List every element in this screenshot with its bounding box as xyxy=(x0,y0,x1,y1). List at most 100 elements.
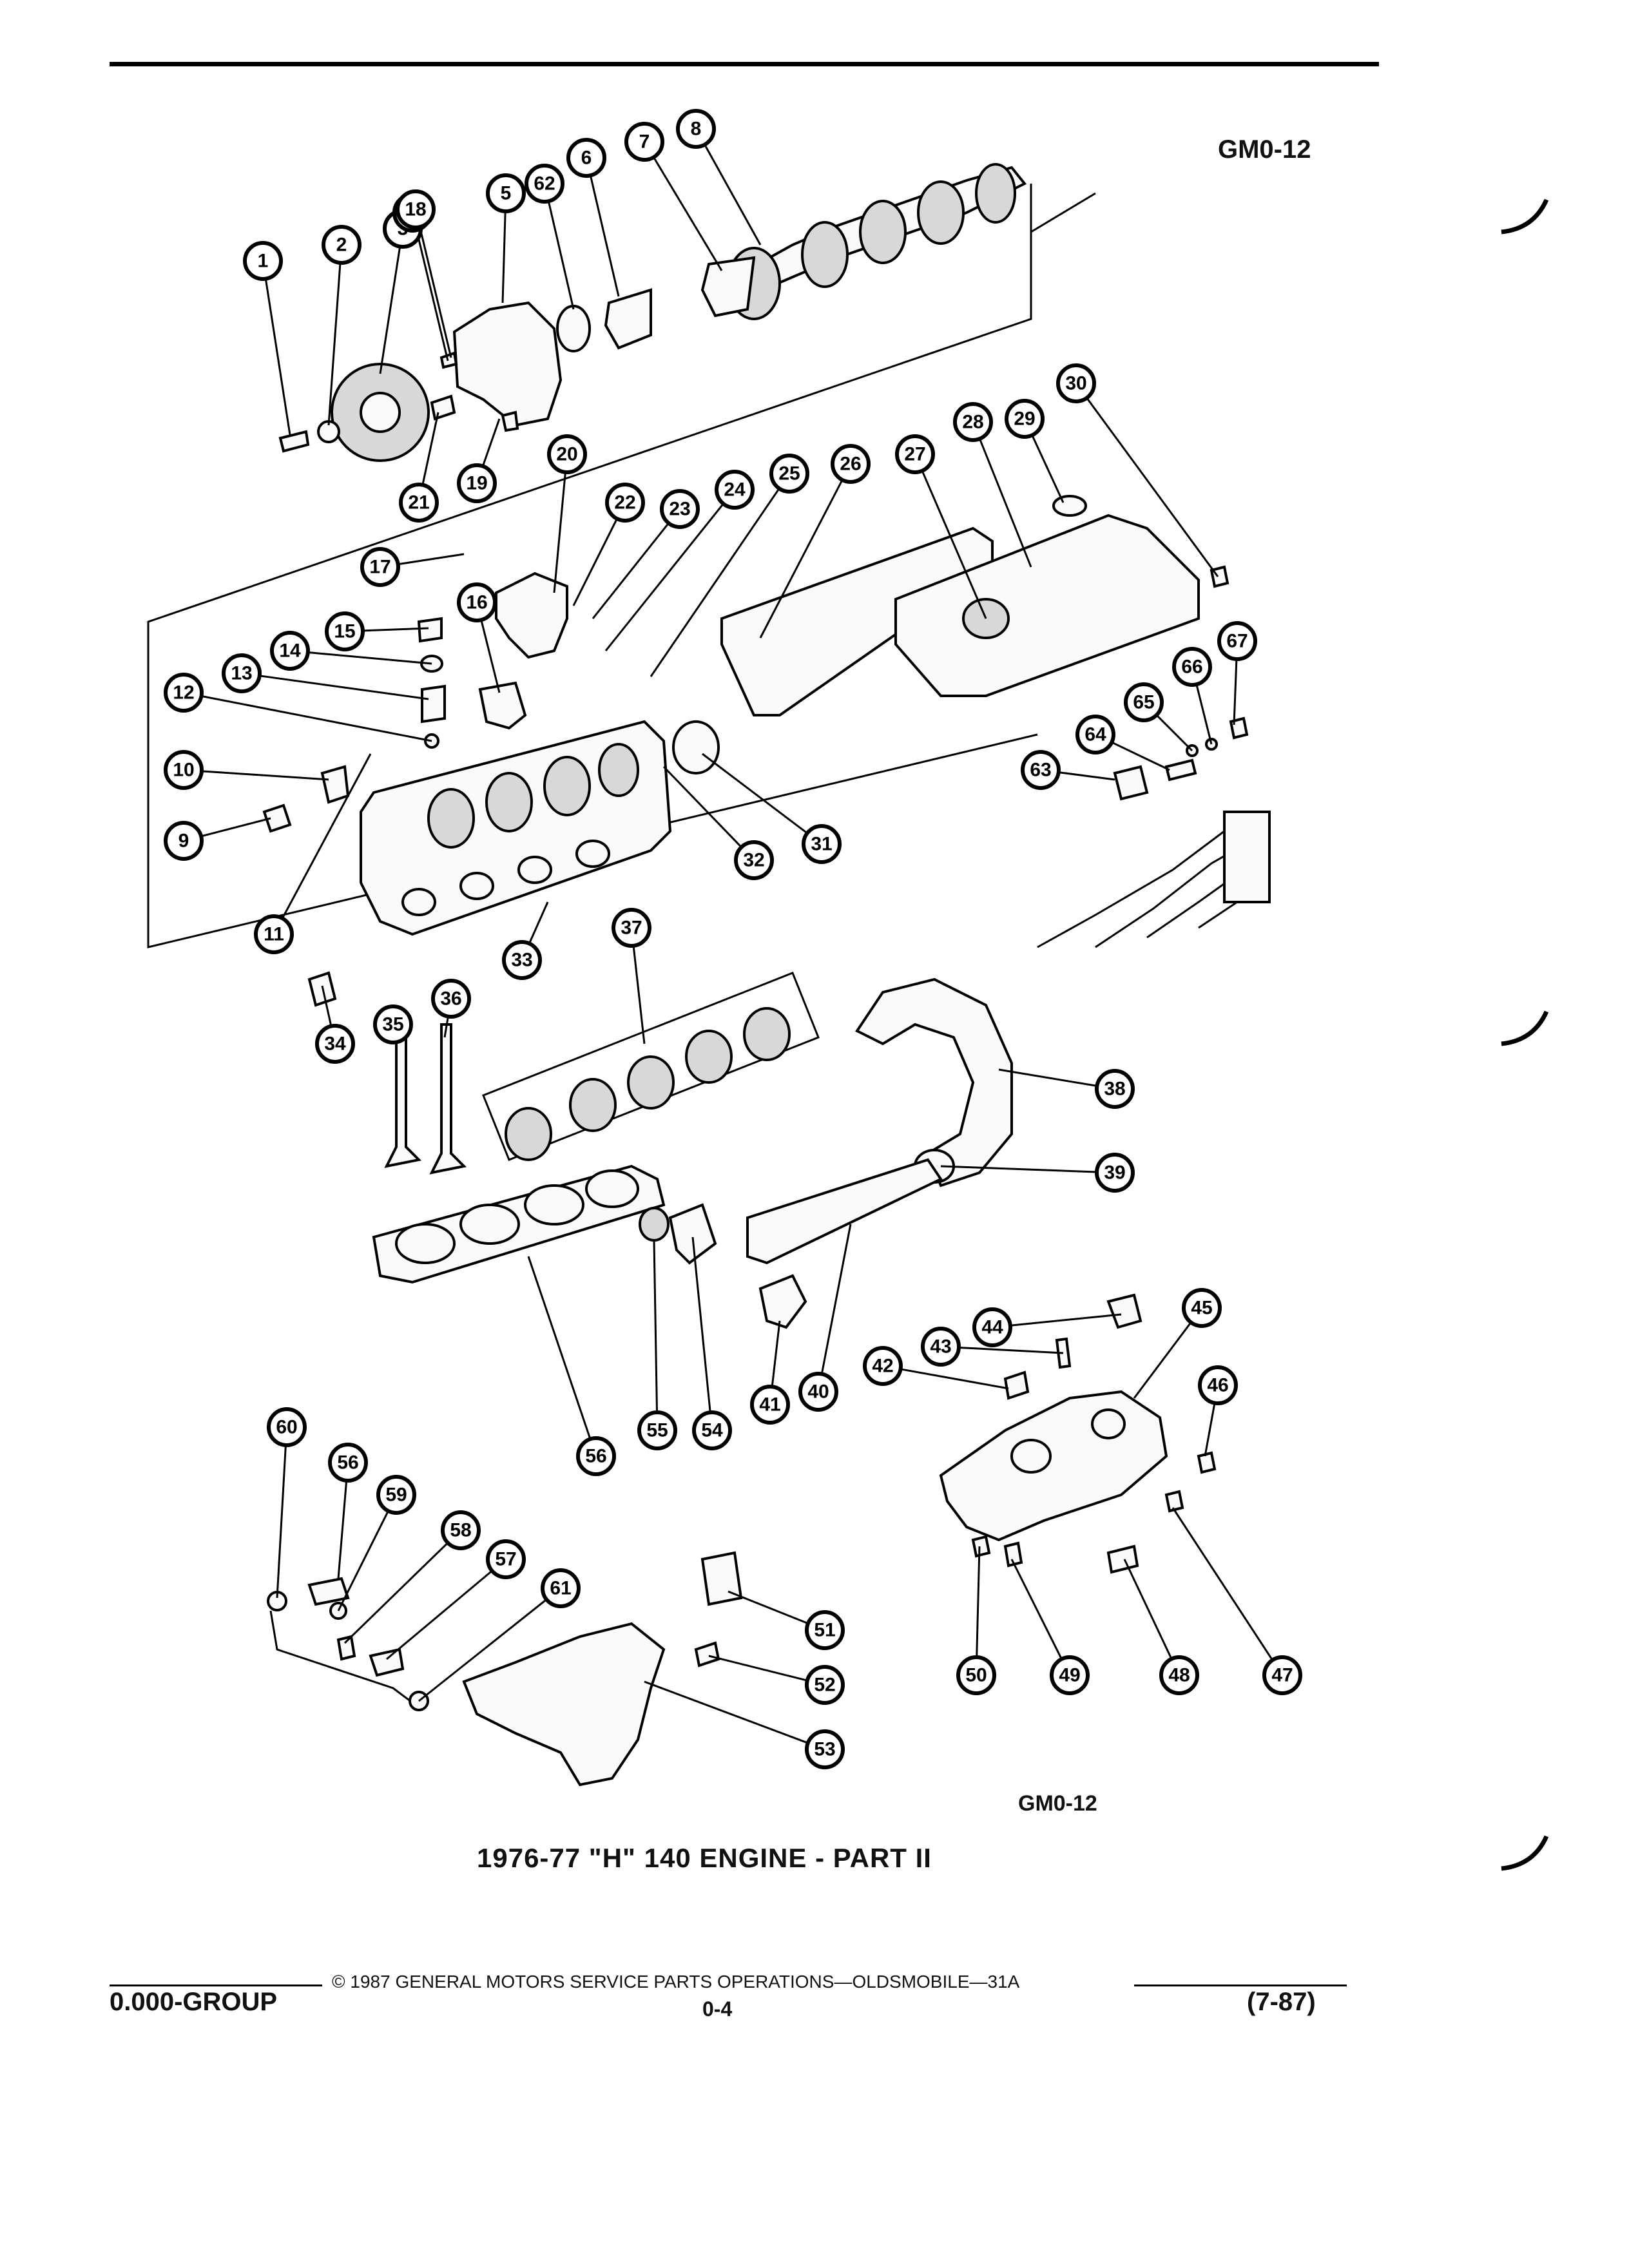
footer-rule-left xyxy=(110,1984,322,1986)
callout-number-30: 30 xyxy=(1065,373,1086,394)
callout-22: 22 xyxy=(605,483,645,523)
clamp-63-part xyxy=(1164,758,1197,782)
callout-leader-38 xyxy=(998,1068,1097,1087)
callout-35: 35 xyxy=(373,1004,413,1044)
callout-circle-44 xyxy=(972,1307,1012,1347)
callout-circle-64 xyxy=(1075,715,1115,754)
callout-number-42: 42 xyxy=(872,1356,893,1377)
bolt-57-part xyxy=(336,1635,356,1661)
callout-circle-10 xyxy=(164,750,204,790)
callout-number-44: 44 xyxy=(981,1317,1003,1338)
callout-55: 55 xyxy=(637,1410,677,1450)
callout-34: 34 xyxy=(315,1024,355,1064)
callout-number-14: 14 xyxy=(279,640,301,662)
callout-leader-15 xyxy=(362,627,429,632)
fitting-62-part xyxy=(1113,765,1149,801)
callout-leader-8 xyxy=(704,144,762,245)
callout-20: 20 xyxy=(547,434,587,474)
callout-leader-31 xyxy=(702,753,808,834)
top-rule xyxy=(110,62,1379,66)
callout-leader-42 xyxy=(900,1368,1009,1390)
callout-25: 25 xyxy=(769,454,809,494)
callout-circle-56 xyxy=(576,1436,616,1476)
gasket-group xyxy=(372,1158,943,1329)
callout-leader-40 xyxy=(820,1224,852,1374)
callout-circle-63 xyxy=(1021,750,1061,790)
callout-leader-9 xyxy=(200,817,271,838)
callout-56: 56 xyxy=(328,1443,368,1483)
callout-leader-44 xyxy=(1010,1313,1122,1327)
switch-8-part xyxy=(262,803,292,833)
callout-38: 38 xyxy=(1095,1069,1135,1109)
fuel-rail-67-part xyxy=(1223,811,1271,903)
callout-number-65: 65 xyxy=(1133,692,1154,713)
callout-number-7: 7 xyxy=(639,131,650,153)
callout-leader-19 xyxy=(481,418,501,467)
callout-circle-22 xyxy=(605,483,645,523)
callout-24: 24 xyxy=(715,470,755,510)
callout-leader-12 xyxy=(201,695,432,742)
callout-number-20: 20 xyxy=(556,444,577,465)
footer-copyright: © 1987 GENERAL MOTORS SERVICE PARTS OPER… xyxy=(332,1972,1020,1992)
gasket-25-part xyxy=(720,526,994,716)
callout-circle-6 xyxy=(566,138,606,178)
callout-number-35: 35 xyxy=(382,1014,403,1035)
callout-circle-54 xyxy=(692,1410,732,1450)
callout-number-2: 2 xyxy=(336,235,347,256)
fitting-43-part xyxy=(1106,1293,1142,1329)
callout-circle-12 xyxy=(164,673,204,713)
callout-leader-3 xyxy=(379,246,401,374)
callout-leader-17 xyxy=(398,553,465,566)
callout-circle-34 xyxy=(315,1024,355,1064)
callout-31: 31 xyxy=(802,824,842,864)
outlet-40-part xyxy=(758,1274,807,1329)
callout-leader-47 xyxy=(1171,1507,1273,1661)
callout-circle-37 xyxy=(612,908,651,948)
callout-58: 58 xyxy=(441,1510,481,1550)
callout-leader-6 xyxy=(589,175,620,297)
callout-circle-24 xyxy=(715,470,755,510)
callout-circle-28 xyxy=(953,402,993,442)
callout-number-53: 53 xyxy=(814,1739,835,1760)
callout-leader-32 xyxy=(662,765,742,848)
callout-42: 42 xyxy=(863,1346,903,1386)
callout-circle-58 xyxy=(441,1510,481,1550)
callout-number-33: 33 xyxy=(511,950,532,971)
callout-number-22: 22 xyxy=(614,492,635,514)
seal-61-part xyxy=(556,305,591,352)
grommet-28-part xyxy=(1052,495,1087,517)
callout-number-52: 52 xyxy=(814,1675,835,1696)
callout-circle-51 xyxy=(805,1610,845,1650)
callout-leader-60 xyxy=(276,1445,287,1599)
callout-28: 28 xyxy=(953,402,993,442)
footer-page-number: 0-4 xyxy=(702,1997,733,2021)
callout-leader-51 xyxy=(728,1590,809,1624)
callout-leader-4 xyxy=(416,229,449,361)
callout-circle-11 xyxy=(254,914,294,954)
callout-circle-59 xyxy=(376,1475,416,1515)
callout-number-28: 28 xyxy=(962,412,983,433)
callout-leader-48 xyxy=(1123,1559,1173,1660)
callout-number-40: 40 xyxy=(807,1381,829,1403)
callout-leader-29 xyxy=(1031,434,1065,503)
bearing-hose-group xyxy=(482,972,1013,1187)
callout-circle-49 xyxy=(1050,1655,1090,1695)
callout-number-11: 11 xyxy=(264,924,284,945)
callout-49: 49 xyxy=(1050,1655,1090,1695)
callout-leader-23 xyxy=(592,522,670,619)
callout-leader-14 xyxy=(307,651,432,665)
callout-number-34: 34 xyxy=(324,1033,346,1055)
callout-leader-24 xyxy=(604,503,724,651)
callout-53: 53 xyxy=(805,1729,845,1769)
callout-number-37: 37 xyxy=(621,918,642,939)
callout-number-9: 9 xyxy=(178,831,189,852)
callout-leader-41 xyxy=(771,1320,781,1387)
bolt-51-part xyxy=(694,1641,720,1667)
callout-26: 26 xyxy=(831,444,871,484)
callout-circle-17 xyxy=(360,547,400,587)
callout-5: 5 xyxy=(486,173,526,213)
callout-circle-5 xyxy=(486,173,526,213)
callout-number-62: 62 xyxy=(534,173,555,195)
callout-leader-13 xyxy=(259,675,429,700)
callout-circle-2 xyxy=(322,225,361,265)
